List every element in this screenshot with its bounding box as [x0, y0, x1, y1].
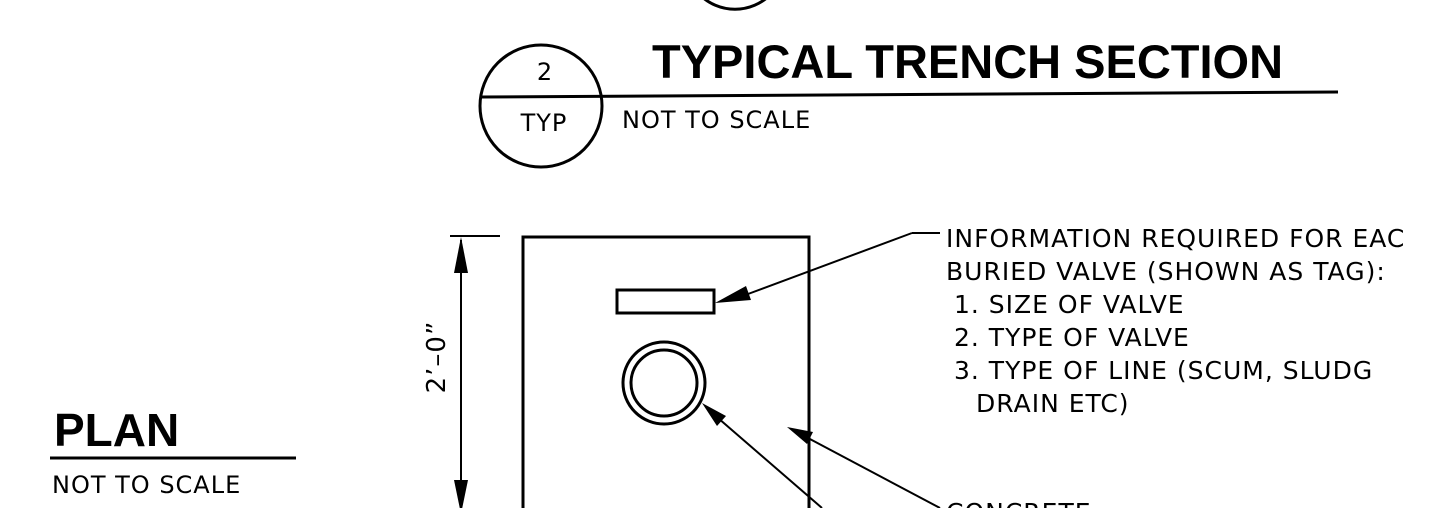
section-callout-circle — [478, 43, 604, 169]
concrete-leader-line — [807, 437, 941, 508]
section-title: TYPICAL TRENCH SECTION — [652, 35, 1283, 88]
section-number: 2 — [537, 58, 553, 86]
concrete-leader-arrowhead — [787, 427, 813, 444]
tag-info-item-3-cont: DRAIN ETC) — [976, 389, 1130, 418]
concrete-box-outline — [521, 235, 811, 508]
plan-scale-note: NOT TO SCALE — [52, 471, 241, 499]
valve-leader-line — [717, 417, 823, 508]
section-scale-note: NOT TO SCALE — [622, 106, 811, 134]
tag-info-line1: INFORMATION REQUIRED FOR EAC — [946, 224, 1405, 253]
tag-leader-arrowhead — [715, 286, 751, 303]
tag-info-item-1: 1. SIZE OF VALVE — [954, 290, 1185, 319]
dimension-arrowhead-top — [454, 237, 468, 273]
partial-callout-circle — [703, 0, 767, 11]
tag-info-item-3: 3. TYPE OF LINE (SCUM, SLUDG — [954, 356, 1373, 385]
tag-leader — [715, 232, 940, 303]
section-callout-divider — [480, 90, 1339, 99]
tag-info-note: INFORMATION REQUIRED FOR EAC BURIED VALV… — [946, 224, 1405, 418]
valve-leader-arrowhead — [702, 403, 726, 426]
concrete-leaders — [702, 403, 941, 508]
dimension: 2’–0” — [422, 235, 500, 508]
tag-info-line2: BURIED VALVE (SHOWN AS TAG): — [946, 257, 1386, 286]
valve-box — [521, 235, 811, 508]
valve-outer-circle — [621, 340, 707, 426]
tag-leader-line — [747, 232, 913, 295]
plan-callout: PLAN NOT TO SCALE — [50, 404, 296, 499]
section-callout: 2 TYP TYPICAL TRENCH SECTION NOT TO SCAL… — [478, 35, 1339, 169]
dimension-arrowhead-bottom — [454, 480, 468, 508]
valve-inner-circle — [629, 348, 699, 418]
dimension-label: 2’–0” — [422, 321, 452, 394]
plan-title: PLAN — [54, 404, 179, 456]
concrete-label: CONCRETE — [946, 498, 1092, 508]
tag-info-item-2: 2. TYPE OF VALVE — [954, 323, 1190, 352]
valve-tag — [615, 288, 716, 315]
section-sheet: TYP — [520, 109, 568, 137]
